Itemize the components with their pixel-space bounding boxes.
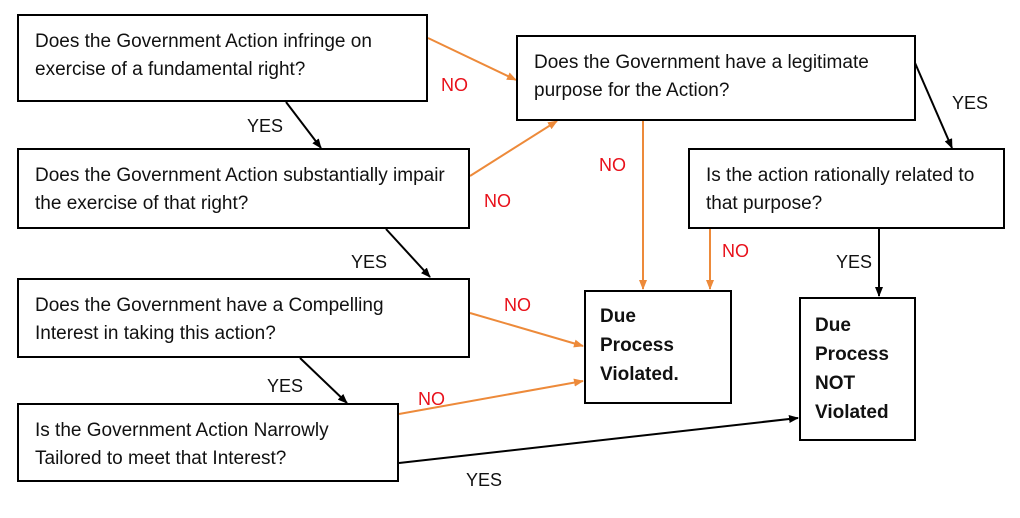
no-label-q1-to-q5: NO [441, 75, 468, 95]
outcome-text: Due Process Violated. [600, 306, 679, 385]
yes-label-q4-to-not-violated: YES [466, 470, 503, 490]
question-box-compelling-interest: Does the Government have a Compelling In… [17, 278, 470, 358]
yes-arrow-q1-to-q2 [285, 101, 322, 149]
yes-label-q6-to-not-violated: YES [836, 252, 873, 272]
no-arrow-q4-to-violated [398, 378, 584, 415]
question-text: Is the Government Action Narrowly Tailor… [35, 420, 329, 469]
no-arrow-q1-to-q5 [427, 37, 517, 81]
yes-arrow-q3-to-q4 [299, 357, 348, 404]
outcome-box-violated: Due Process Violated. [584, 290, 732, 404]
outcome-text: Due Process NOT Violated [815, 315, 889, 423]
yes-label-q5-to-q6: YES [952, 93, 989, 113]
yes-label-q3-to-q4: YES [267, 376, 304, 396]
yes-arrow-q4-to-not-violated [398, 415, 799, 464]
question-text: Does the Government have a Compelling In… [35, 295, 384, 344]
no-label-q3-to-violated: NO [504, 295, 531, 315]
no-label-q6-to-violated: NO [722, 241, 749, 261]
no-label-q5-to-violated: NO [599, 155, 626, 175]
question-text: Does the Government Action substantially… [35, 165, 445, 214]
question-text: Is the action rationally related to that… [706, 165, 975, 214]
question-text: Does the Government have a legitimate pu… [534, 52, 869, 101]
question-text: Does the Government Action infringe on e… [35, 31, 372, 80]
question-box-legitimate-purpose: Does the Government have a legitimate pu… [516, 35, 916, 121]
question-box-rationally-related: Is the action rationally related to that… [688, 148, 1005, 229]
yes-arrow-q2-to-q3 [385, 228, 431, 278]
outcome-box-not-violated: Due Process NOT Violated [799, 297, 916, 441]
no-label-q4-to-violated: NO [418, 389, 445, 409]
no-arrow-q3-to-violated [469, 312, 584, 348]
yes-label-q2-to-q3: YES [351, 252, 388, 272]
yes-arrow-q5-to-q6 [911, 55, 953, 149]
no-label-q2-to-q5: NO [484, 191, 511, 211]
no-arrow-q2-to-q5 [469, 120, 558, 177]
yes-label-q1-to-q2: YES [247, 116, 284, 136]
question-box-narrowly-tailored: Is the Government Action Narrowly Tailor… [17, 403, 399, 482]
question-box-fundamental-right: Does the Government Action infringe on e… [17, 14, 428, 102]
question-box-substantial-impairment: Does the Government Action substantially… [17, 148, 470, 229]
